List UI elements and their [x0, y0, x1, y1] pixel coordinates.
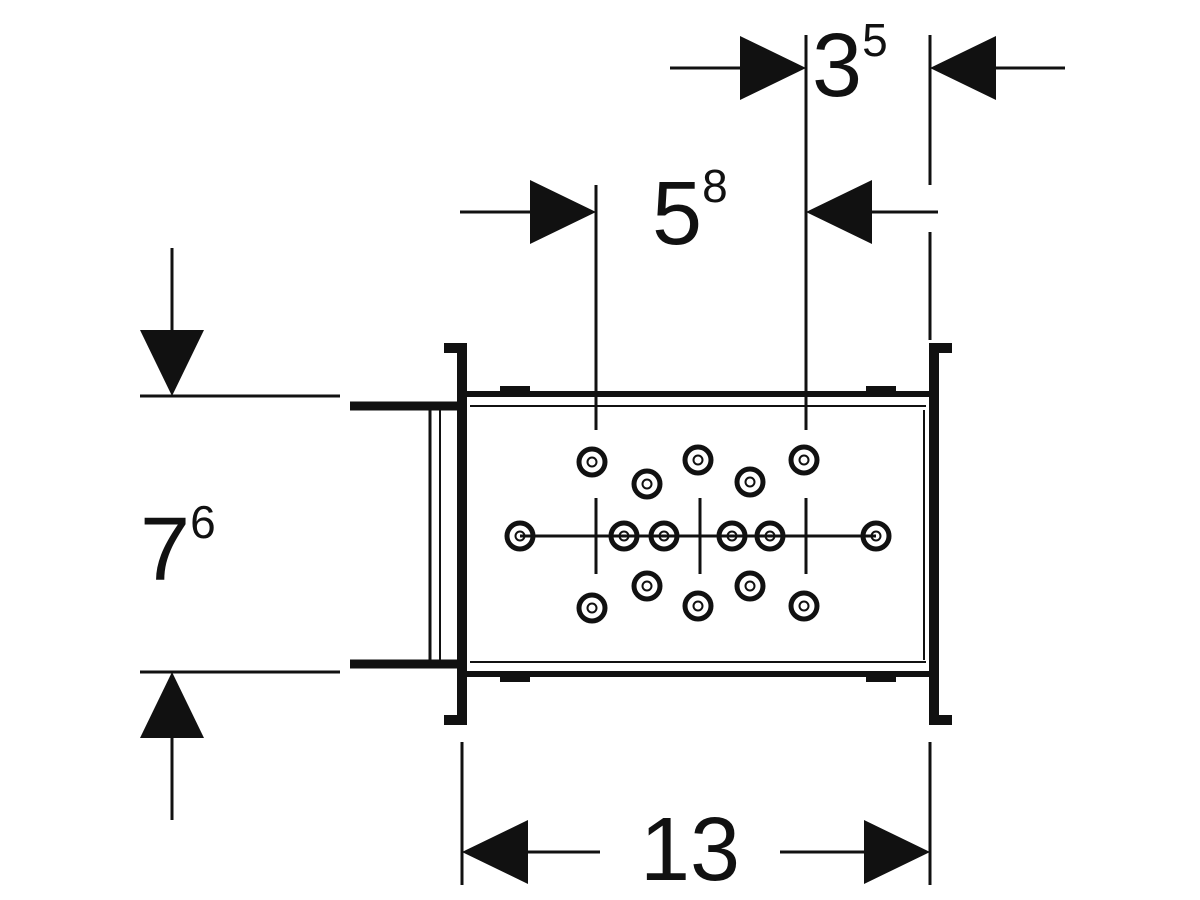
dimension-left-height: 76 — [140, 248, 340, 820]
arrow-head — [930, 36, 996, 100]
arrow-head — [462, 820, 528, 884]
dimension-superscript: 5 — [862, 14, 888, 66]
hole-pattern — [507, 447, 889, 621]
right-bracket — [929, 343, 952, 725]
arrow-head — [140, 330, 204, 396]
mounting-hole — [791, 447, 817, 473]
mounting-hole — [791, 593, 817, 619]
dimension-superscript: 6 — [190, 496, 216, 548]
arrow-head — [864, 820, 930, 884]
mounting-hole — [737, 573, 763, 599]
mounting-hole — [685, 447, 711, 473]
mounting-hole — [579, 595, 605, 621]
arrow-head — [806, 180, 872, 244]
left-bracket — [444, 343, 467, 725]
bottom-rail-clip — [500, 674, 530, 682]
dimension-top-mid: 58 — [460, 160, 938, 430]
dimension-main: 7 — [140, 500, 190, 600]
dimension-bottom-width: 13 — [460, 742, 932, 900]
mounting-frame — [350, 343, 952, 725]
mounting-hole — [634, 573, 660, 599]
mounting-hole — [737, 469, 763, 495]
dimension-superscript: 8 — [702, 160, 728, 212]
mounting-hole — [579, 449, 605, 475]
bottom-rail-clip — [866, 674, 896, 682]
dimension-main: 5 — [652, 164, 702, 264]
dimension-label-top-right: 35 — [812, 14, 888, 116]
dimension-main: 3 — [812, 16, 862, 116]
dimension-label-left: 76 — [140, 496, 216, 600]
top-rail-clip — [866, 386, 896, 394]
dimension-label-top-mid: 58 — [652, 160, 728, 264]
dimension-top-right: 35 — [670, 14, 1065, 430]
arrow-head — [740, 36, 806, 100]
mounting-hole — [634, 471, 660, 497]
top-rail-clip — [500, 386, 530, 394]
arrow-head — [530, 180, 596, 244]
mounting-hole — [685, 593, 711, 619]
center-axis — [520, 498, 876, 574]
dimension-label-bottom: 13 — [640, 800, 740, 900]
arrow-head — [140, 672, 204, 738]
